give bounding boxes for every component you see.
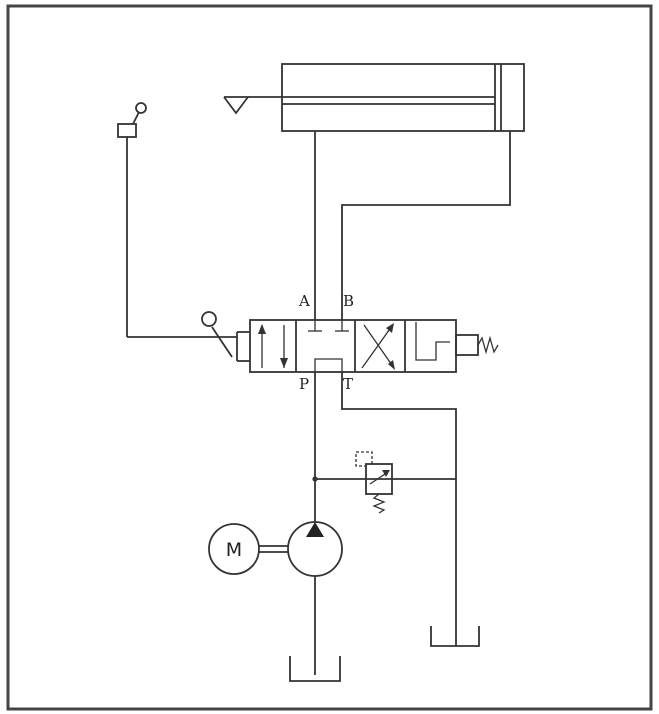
lever-handle bbox=[211, 326, 233, 358]
manual-lever bbox=[201, 311, 233, 358]
limit-sensor bbox=[117, 102, 237, 338]
line-rod-end-to-b bbox=[341, 131, 511, 320]
motor-label: M bbox=[226, 539, 242, 561]
port-label-p: P bbox=[299, 375, 309, 393]
port-label-a: A bbox=[298, 292, 310, 310]
cross-arrow-line-1 bbox=[361, 325, 393, 369]
sensor-roller-icon bbox=[135, 102, 147, 114]
relief-valve-arrow-icon bbox=[382, 470, 390, 477]
diagram-frame bbox=[6, 4, 653, 711]
cross-arrow-down-icon bbox=[388, 360, 395, 370]
port-label-b: B bbox=[343, 292, 354, 310]
relief-pilot-line bbox=[355, 451, 373, 467]
port-label-t: T bbox=[343, 375, 353, 393]
electric-motor: M bbox=[208, 523, 260, 575]
spring-housing bbox=[455, 334, 479, 356]
sensor-body bbox=[117, 123, 137, 138]
envelope-4-flow-path bbox=[415, 322, 450, 361]
pump-direction-triangle-icon bbox=[306, 522, 324, 537]
arrow-up-icon bbox=[258, 324, 266, 334]
lever-knob-icon bbox=[201, 311, 217, 327]
cross-arrow-up-icon bbox=[386, 323, 394, 333]
return-tank-icon bbox=[430, 626, 480, 647]
junction-dot bbox=[312, 476, 318, 482]
sensor-lever bbox=[132, 111, 140, 125]
spring-icon bbox=[477, 335, 499, 355]
rod-end-cam-icon bbox=[223, 96, 249, 115]
relief-valve bbox=[355, 451, 393, 514]
hydraulic-cylinder bbox=[223, 63, 525, 132]
cross-arrow-line-2 bbox=[363, 324, 395, 369]
motor-body bbox=[208, 523, 260, 575]
valve-body bbox=[249, 319, 457, 373]
relief-spring-icon bbox=[372, 493, 386, 514]
line-t-to-tank bbox=[341, 372, 457, 646]
hydraulic-pump bbox=[287, 521, 343, 577]
arrow-down-icon bbox=[280, 358, 288, 368]
center-p-to-t-connection bbox=[314, 358, 343, 372]
suction-tank-icon bbox=[289, 656, 341, 682]
directional-control-valve bbox=[236, 319, 499, 373]
